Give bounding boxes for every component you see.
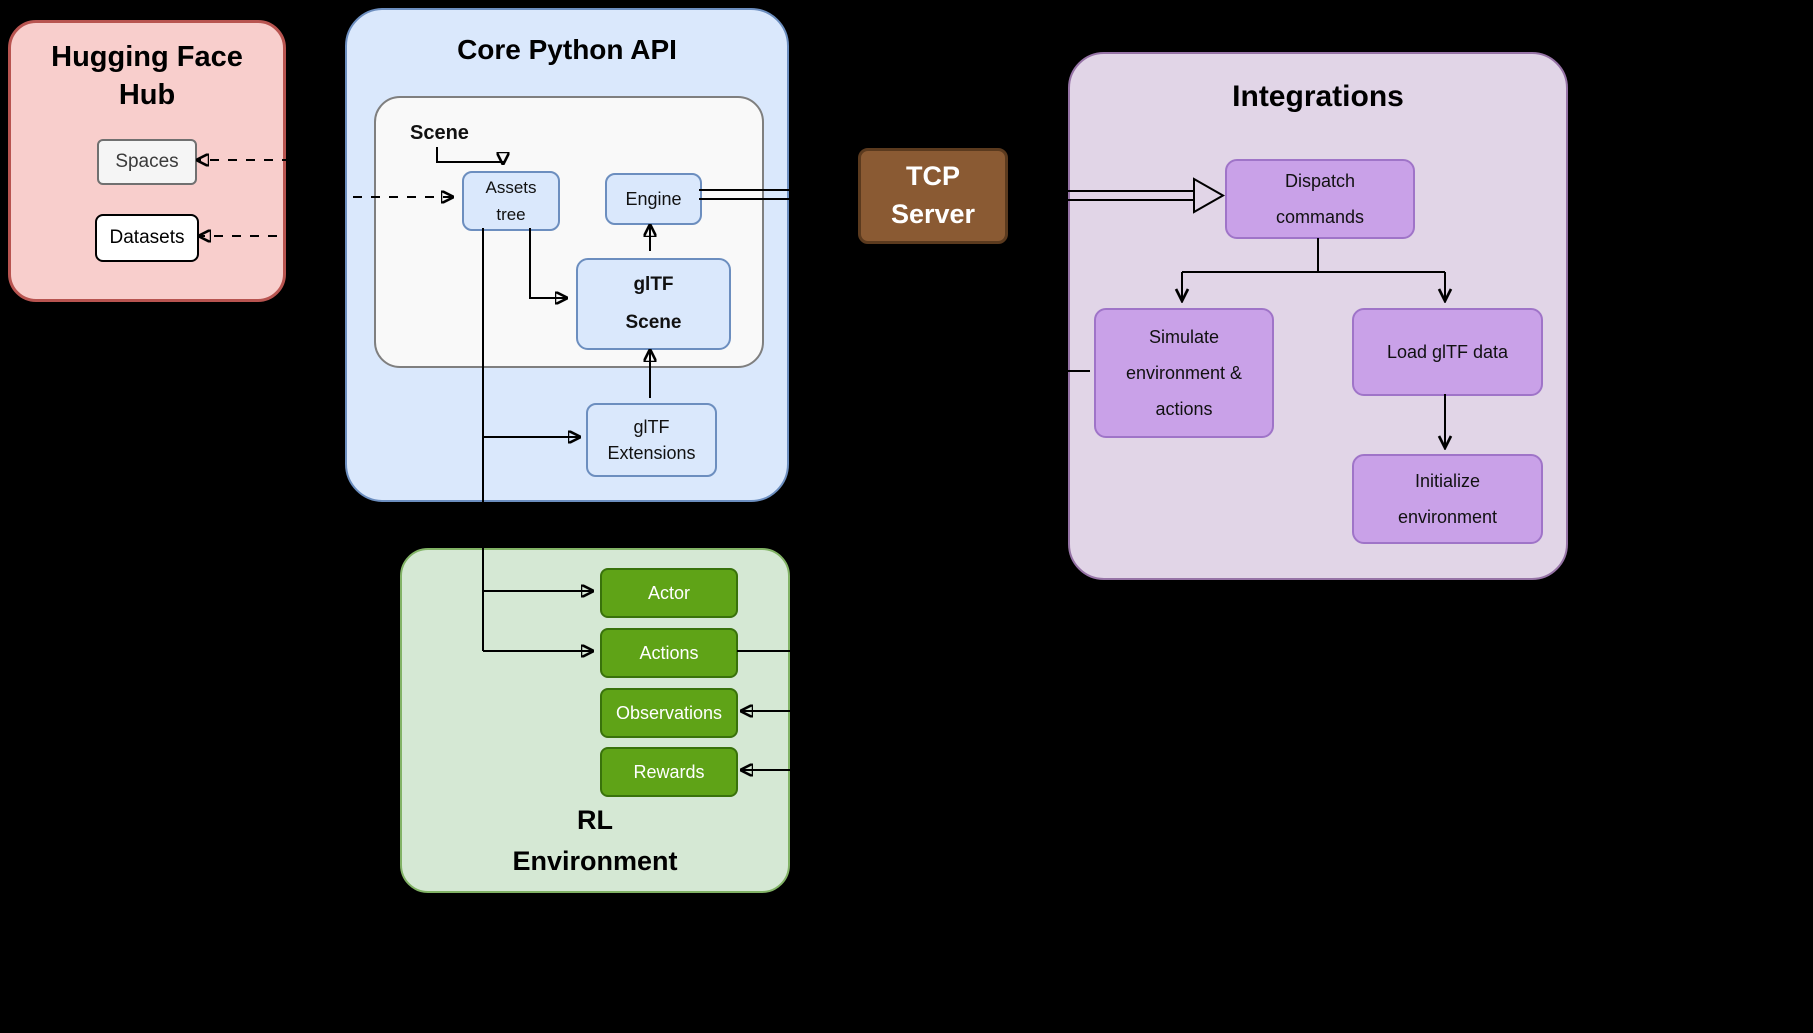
hugging-face-hub-title: Hugging Face Hub [51, 41, 243, 111]
rewards-label: Rewards [633, 761, 705, 782]
gltf-extensions-label: glTF Extensions [607, 416, 696, 463]
dispatch-commands-label: Dispatch commands [1275, 171, 1365, 227]
spaces-node: Spaces [97, 139, 197, 185]
actions-node: Actions [600, 628, 738, 678]
simulate-environment-label: Simulate environment & actions [1125, 327, 1243, 419]
assets-tree-node: Assets tree [462, 171, 560, 231]
datasets-label: Datasets [109, 227, 185, 248]
hugging-face-hub-group: Hugging Face Hub Spaces Datasets [8, 20, 286, 302]
integrations-group: Integrations Dispatch commands Simulate … [1068, 52, 1568, 580]
engine-label: Engine [625, 188, 682, 209]
scene-group: Scene Assets tree Engine glTF Scene [374, 96, 764, 368]
core-python-api-title: Core Python API [457, 34, 677, 65]
integrations-title: Integrations [1232, 80, 1404, 113]
core-python-api-group: Core Python API Scene Assets tree Engine… [345, 8, 789, 502]
rewards-node: Rewards [600, 747, 738, 797]
initialize-environment-node: Initialize environment [1352, 454, 1543, 544]
simulate-environment-node: Simulate environment & actions [1094, 308, 1274, 438]
load-gltf-data-label: Load glTF data [1386, 341, 1509, 362]
observations-label: Observations [615, 702, 723, 723]
initialize-environment-label: Initialize environment [1397, 471, 1498, 527]
gltf-scene-label: glTF Scene [625, 274, 682, 333]
actor-node: Actor [600, 568, 738, 618]
actor-label: Actor [647, 582, 690, 603]
datasets-node: Datasets [95, 214, 199, 262]
rl-environment-group: RL Environment Actor Actions Observation… [400, 548, 790, 893]
scene-label: Scene [410, 122, 469, 144]
gltf-scene-node: glTF Scene [576, 258, 731, 350]
load-gltf-data-node: Load glTF data [1352, 308, 1543, 396]
spaces-label: Spaces [115, 151, 179, 172]
dispatch-commands-node: Dispatch commands [1225, 159, 1415, 239]
actions-label: Actions [639, 642, 699, 663]
gltf-extensions-node: glTF Extensions [586, 403, 717, 477]
rl-environment-title: RL Environment [512, 805, 678, 876]
assets-tree-label: Assets tree [485, 177, 537, 224]
tcp-server-node: TCP Server [858, 148, 1008, 244]
observations-node: Observations [600, 688, 738, 738]
engine-node: Engine [605, 173, 702, 225]
tcp-server-label: TCP Server [890, 161, 976, 229]
